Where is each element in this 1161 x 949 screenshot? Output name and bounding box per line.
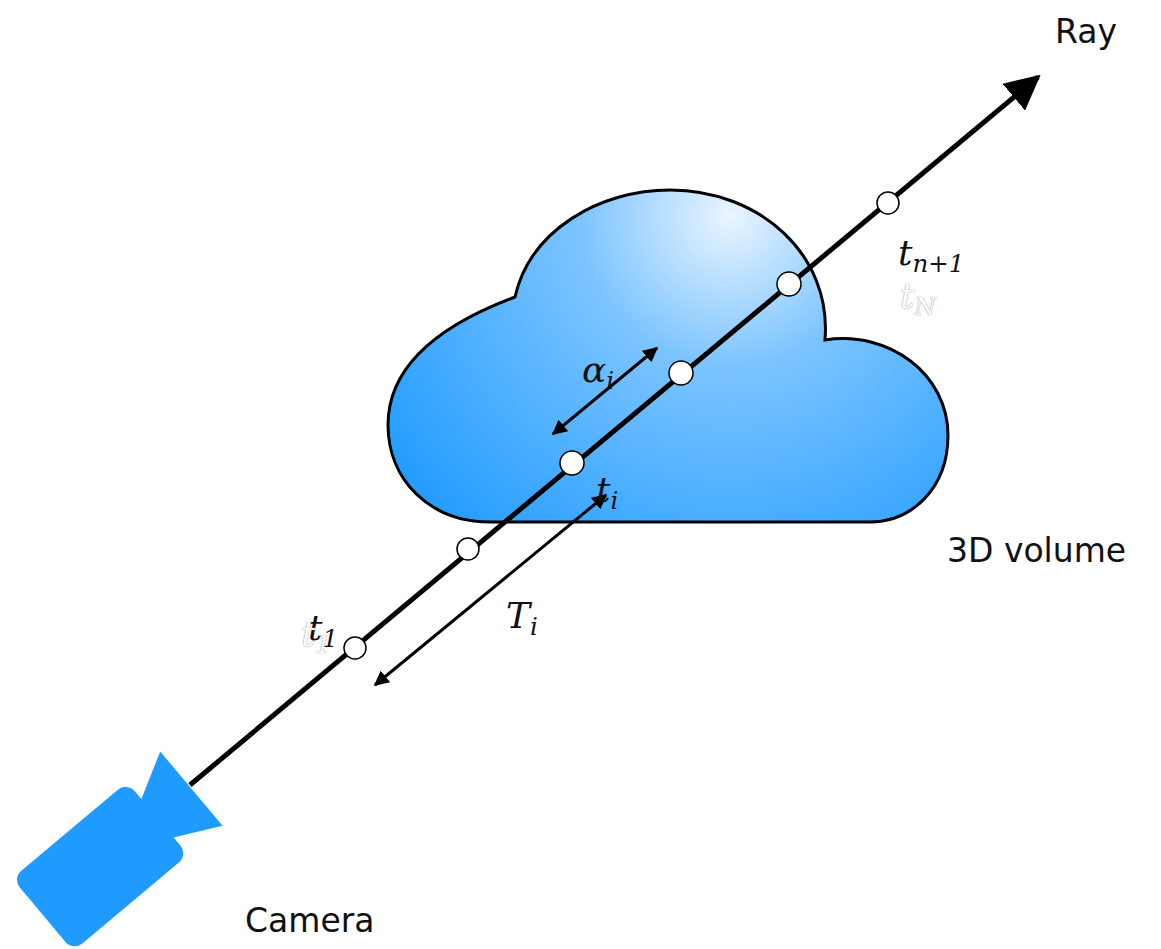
sample-label: ti bbox=[596, 472, 618, 514]
camera-label: Camera bbox=[245, 904, 375, 937]
ray-line bbox=[190, 77, 1038, 785]
transmittance-arrow bbox=[375, 495, 606, 685]
sample-points bbox=[344, 192, 899, 659]
last-sample-label: tn+1 bbox=[898, 235, 964, 277]
ghost-first-sample-label: t1 bbox=[301, 616, 331, 658]
cloud-volume bbox=[388, 190, 948, 522]
camera-icon bbox=[11, 752, 223, 949]
transmittance-label: Ti bbox=[506, 598, 538, 640]
ray-label: Ray bbox=[1055, 15, 1117, 48]
volume-label: 3D volume bbox=[947, 534, 1126, 567]
alpha-interval-arrow bbox=[553, 348, 657, 434]
ghost-sample-label: tN bbox=[900, 278, 936, 320]
alpha-label: αi bbox=[582, 352, 614, 394]
